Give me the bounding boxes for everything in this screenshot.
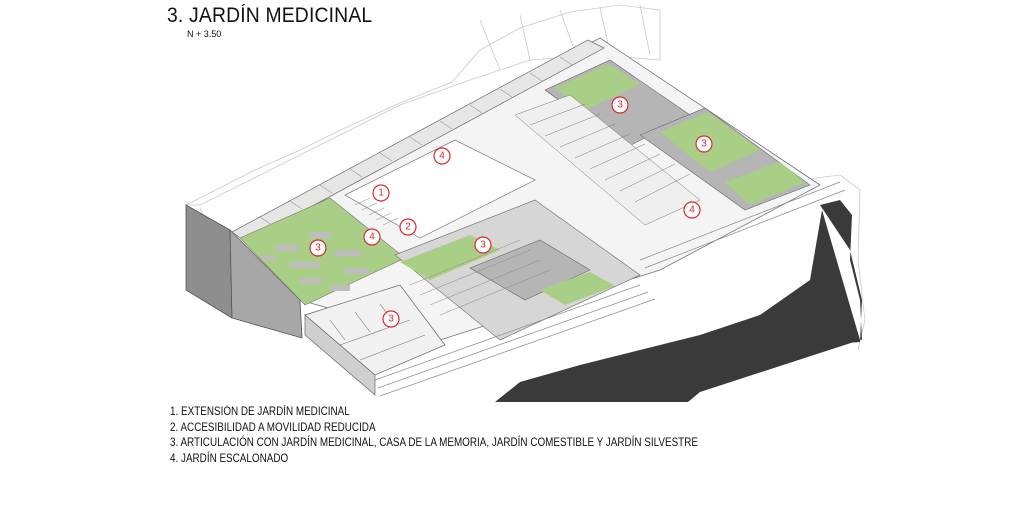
svg-text:3: 3	[388, 314, 394, 325]
courtyard	[344, 139, 536, 239]
svg-text:3: 3	[617, 100, 623, 111]
page-title: 3. JARDÍN MEDICINAL	[167, 4, 373, 27]
svg-text:2: 2	[405, 222, 411, 233]
legend-item-3: 3. ARTICULACIÓN CON JARDÍN MEDICINAL, CA…	[170, 437, 698, 449]
marker-4-top: 4	[433, 147, 451, 165]
legend: 1. EXTENSIÓN DE JARDÍN MEDICINAL 2. ACCE…	[170, 405, 698, 467]
lower-ramps	[374, 181, 846, 397]
marker-3-left: 3	[309, 239, 327, 257]
marker-3-right: 3	[695, 135, 713, 153]
legend-item-2: 2. ACCESIBILIDAD A MOVILIDAD REDUCIDA	[170, 421, 376, 434]
svg-text:3: 3	[315, 243, 321, 254]
legend-item-1: 1. EXTENSIÓN DE JARDÍN MEDICINAL	[170, 406, 350, 418]
svg-text:4: 4	[369, 232, 375, 243]
marker-4-right: 4	[683, 201, 701, 219]
marker-3-lower: 3	[382, 310, 400, 328]
marker-4-left: 4	[363, 228, 381, 246]
stepped-garden	[514, 94, 701, 226]
marker-3-upper: 3	[611, 96, 629, 114]
marker-3-center: 3	[474, 236, 492, 254]
svg-text:4: 4	[689, 205, 695, 216]
marker-1: 1	[372, 184, 390, 202]
marker-2: 2	[399, 218, 417, 236]
legend-item-4: 4. JARDÍN ESCALONADO	[170, 452, 289, 465]
left-wall	[185, 204, 233, 319]
level-label: N + 3.50	[187, 29, 222, 39]
svg-text:3: 3	[480, 240, 486, 251]
svg-text:4: 4	[439, 151, 445, 162]
svg-text:1: 1	[378, 188, 384, 199]
svg-text:3: 3	[701, 139, 707, 150]
